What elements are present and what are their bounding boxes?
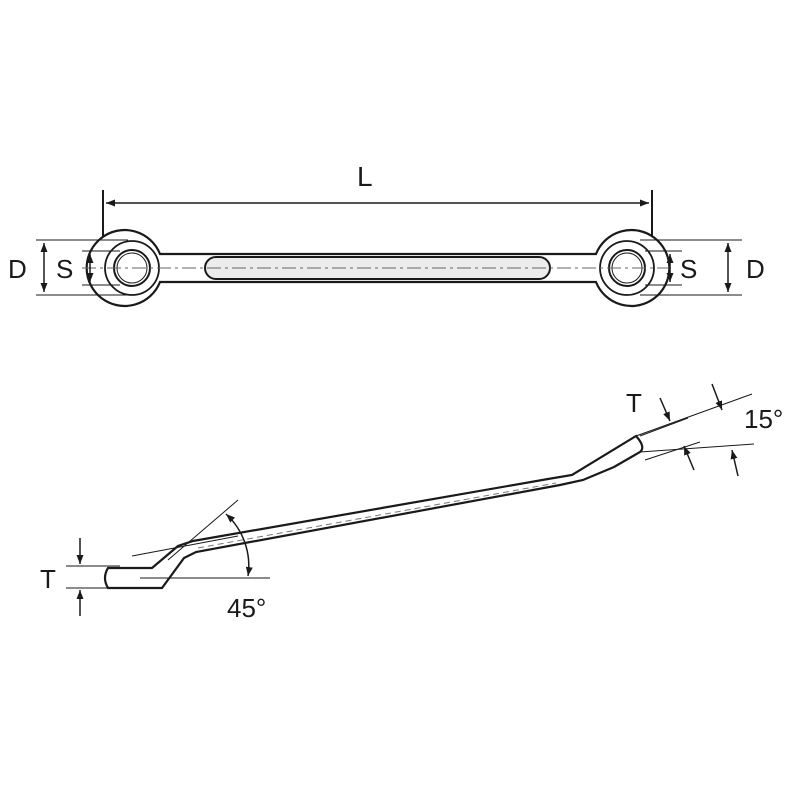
angle-leg-line-45 [167, 499, 239, 561]
angle-arrow-top-15 [711, 383, 723, 411]
handle-edge-line [197, 482, 557, 549]
thickness-label-right: T [626, 388, 642, 418]
length-label: L [357, 161, 373, 192]
top-view [36, 190, 742, 308]
t-arrow-bottom-right [683, 445, 695, 471]
angle-arrow-bottom-15 [730, 449, 739, 477]
outer-diameter-label-right: D [746, 254, 765, 284]
t-arrow-top-right [659, 397, 671, 422]
t-extension-top-right [639, 417, 689, 437]
angle-45-label: 45° [227, 593, 266, 623]
outer-diameter-label-left: D [8, 254, 27, 284]
angle-leg-line-15 [635, 393, 753, 437]
angle-base-line-15 [639, 443, 755, 453]
side-view [66, 383, 755, 616]
socket-size-label-right: S [680, 254, 697, 284]
t-extension-bottom-right [644, 441, 701, 461]
socket-size-label-left: S [56, 254, 73, 284]
angle-arc-45 [225, 513, 253, 577]
wrench-body-side [103, 434, 644, 590]
thickness-label-left: T [40, 564, 56, 594]
angle-15-label: 15° [744, 404, 783, 434]
